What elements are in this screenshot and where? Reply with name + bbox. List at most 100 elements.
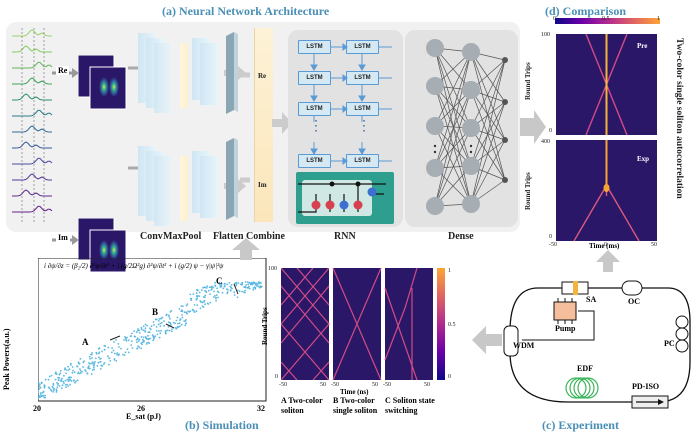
scatter-point	[43, 386, 46, 389]
scatter-point	[39, 396, 41, 399]
scatter-point	[53, 389, 55, 392]
scatter-point	[146, 342, 148, 344]
scatter-point	[250, 281, 253, 284]
experiment-to-comparison-arrow	[596, 250, 620, 272]
scatter-point	[247, 283, 250, 286]
label-pc: PC	[664, 339, 675, 348]
scatter-point	[258, 286, 261, 289]
scatter-point	[131, 347, 134, 349]
scatter-point	[122, 353, 124, 356]
point-b-label: B	[152, 307, 159, 317]
scatter-point	[237, 282, 240, 284]
scatter-point	[44, 394, 47, 397]
branch-im-label: Im	[56, 233, 70, 242]
scatter-point	[51, 385, 54, 388]
scatter-point	[69, 383, 71, 386]
scatter-point	[136, 347, 139, 350]
scatter-point	[169, 322, 172, 324]
scatter-point	[58, 373, 61, 376]
scatter-point	[213, 295, 216, 297]
scatter-point	[55, 389, 58, 392]
lstm-cell: LSTM	[346, 154, 379, 168]
scatter-point	[231, 287, 233, 290]
lstm-ellipsis: ⋮	[357, 119, 371, 134]
point-c-label: C	[216, 276, 223, 286]
dense-connection	[470, 59, 506, 167]
scatter-point	[140, 347, 143, 350]
scatter-point	[124, 351, 127, 354]
scatter-point	[108, 357, 111, 360]
input-waveform	[12, 61, 53, 69]
dense-neuron	[462, 43, 480, 61]
scatter-point	[77, 362, 80, 365]
scatter-point	[238, 290, 241, 293]
simulation-to-nn-arrow	[232, 238, 260, 260]
scatter-point	[142, 336, 145, 339]
scatter-point	[135, 338, 138, 341]
scatter-point	[90, 353, 92, 356]
scatter-point	[38, 387, 40, 390]
scatter-point	[115, 360, 118, 362]
scatter-point	[252, 289, 255, 291]
scatter-point	[84, 370, 87, 372]
scatter-point	[177, 322, 179, 325]
scatter-point	[88, 355, 91, 358]
scatter-point	[138, 338, 141, 341]
label-maxpool: MaxPool	[163, 231, 202, 242]
scatter-point	[200, 301, 203, 304]
scatter-point	[216, 287, 219, 290]
scatter-point	[110, 351, 113, 354]
scatter-point	[226, 288, 229, 291]
scatter-point	[154, 335, 157, 337]
dense-connection	[470, 139, 506, 205]
scatter-point	[222, 287, 225, 290]
scatter-point	[97, 361, 100, 364]
scatter-point	[186, 312, 189, 315]
scatter-point	[213, 290, 215, 293]
dense-connection	[434, 85, 472, 167]
scatter-point	[87, 367, 90, 370]
scatter-point	[73, 371, 76, 374]
scatter-point	[124, 336, 126, 338]
sim-heat-xtick-b-neg: -50	[331, 382, 339, 388]
label-pd-iso: PD-ISO	[632, 382, 660, 391]
scatter-point	[71, 366, 74, 368]
scatter-point	[259, 285, 262, 287]
scatter-point	[168, 329, 171, 332]
scatter-point	[91, 352, 93, 354]
input-waveform	[12, 77, 52, 85]
scatter-point	[120, 347, 122, 350]
scatter-point	[174, 327, 177, 329]
scatter-point	[39, 383, 41, 386]
scatter-point	[247, 287, 250, 289]
scatter-point	[90, 373, 93, 375]
scatter-point	[153, 324, 155, 326]
label-rnn: RNN	[334, 231, 356, 242]
scatter-point	[257, 285, 260, 288]
sim-heat-xtick-a-neg: -50	[279, 382, 287, 388]
scatter-point	[181, 305, 184, 307]
scatter-point	[127, 339, 130, 342]
scatter-point	[168, 316, 171, 318]
fiber-laser-setup	[503, 280, 691, 409]
output-arrow-head	[502, 99, 508, 105]
scatter-point	[160, 321, 163, 324]
scatter-point	[58, 385, 61, 387]
scatter-point	[204, 294, 207, 297]
scatter-point	[50, 374, 53, 377]
scatter-point	[133, 330, 135, 332]
scatter-point	[63, 374, 65, 377]
scatter-point	[68, 368, 71, 370]
lstm-cell: LSTM	[298, 102, 331, 116]
scatter-point	[67, 376, 70, 379]
scatter-point	[79, 368, 81, 370]
comparison-bottom-ylabel: Round Trips	[524, 172, 532, 210]
scatter-point	[206, 302, 209, 305]
rnn-arrows	[310, 43, 392, 165]
output-arrow-head	[502, 57, 508, 63]
label-conv: Conv	[140, 231, 163, 242]
scatter-point	[92, 364, 95, 366]
scatter-point	[66, 383, 68, 386]
dense-network	[426, 39, 508, 215]
scatter-point	[215, 299, 218, 302]
